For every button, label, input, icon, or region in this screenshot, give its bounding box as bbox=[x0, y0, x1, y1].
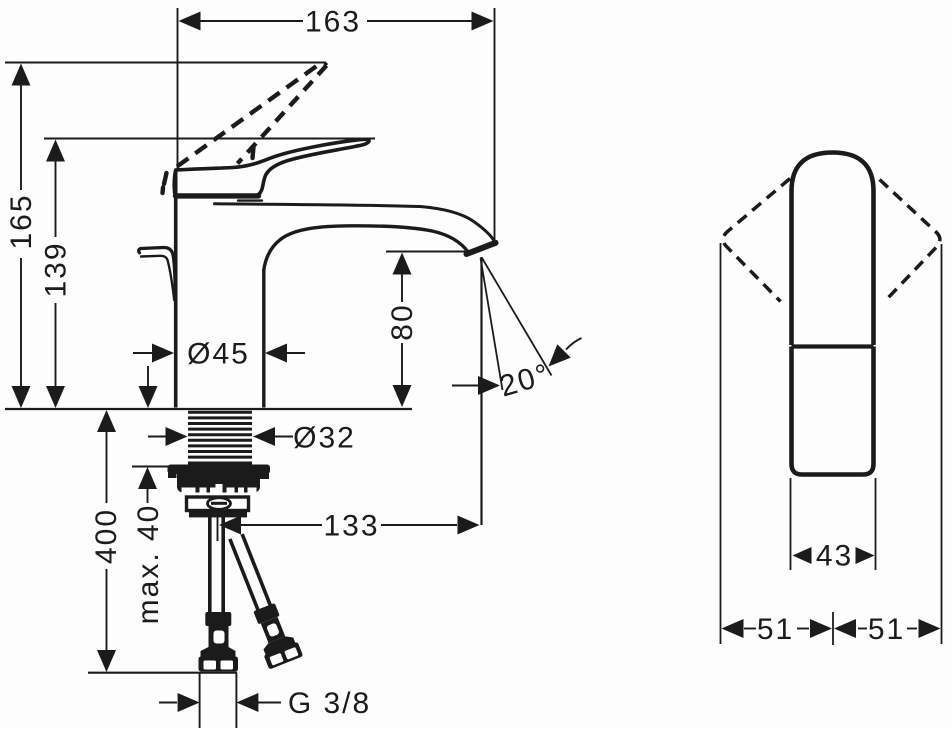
svg-text:163: 163 bbox=[305, 6, 361, 39]
svg-text:51: 51 bbox=[868, 613, 905, 646]
svg-text:Ø45: Ø45 bbox=[187, 338, 250, 371]
svg-text:139: 139 bbox=[40, 241, 73, 297]
svg-text:133: 133 bbox=[323, 510, 379, 543]
svg-text:43: 43 bbox=[816, 540, 853, 573]
svg-text:400: 400 bbox=[90, 508, 123, 564]
svg-text:Ø32: Ø32 bbox=[293, 422, 356, 455]
svg-text:80: 80 bbox=[386, 303, 419, 340]
svg-text:51: 51 bbox=[757, 613, 794, 646]
svg-text:G 3/8: G 3/8 bbox=[288, 687, 371, 720]
svg-text:max. 40: max. 40 bbox=[132, 504, 165, 625]
svg-text:165: 165 bbox=[5, 193, 38, 249]
